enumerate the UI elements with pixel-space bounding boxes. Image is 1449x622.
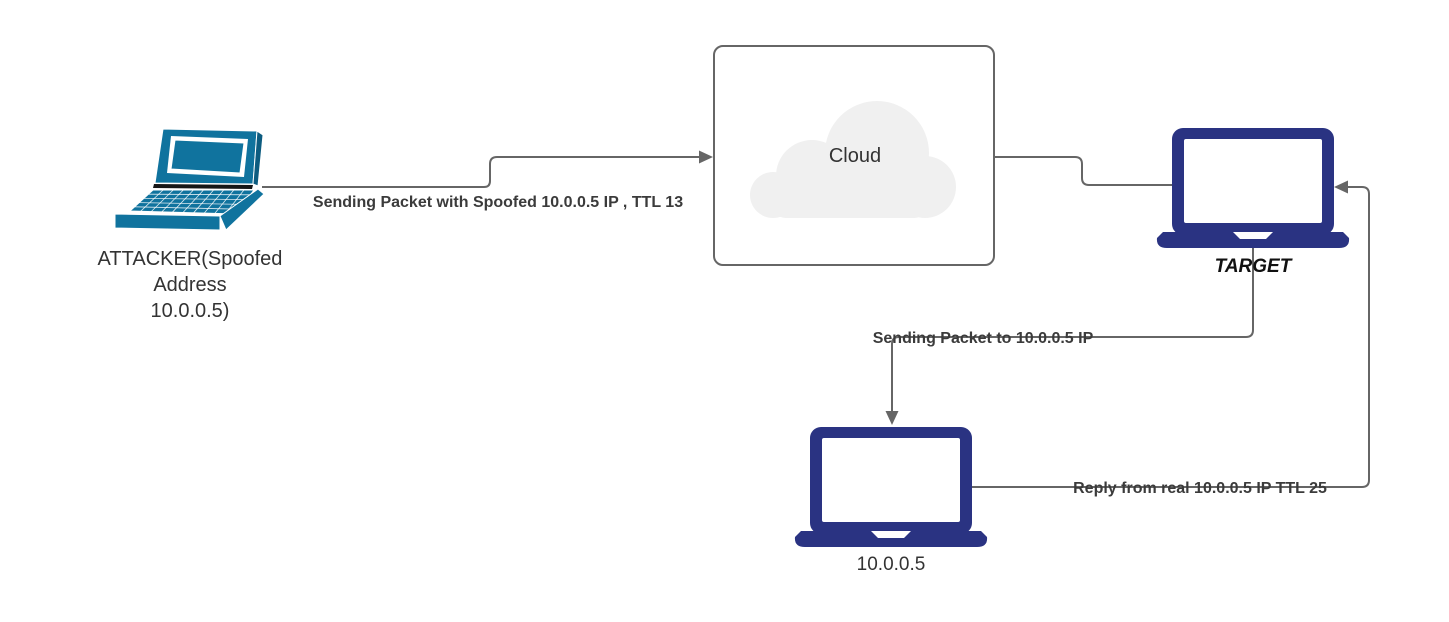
target-label: TARGET: [1214, 256, 1292, 277]
cloud-label: Cloud: [828, 145, 882, 167]
arrowhead-down-icon: [885, 411, 899, 425]
arrowhead-right-icon: [699, 150, 713, 164]
cloud-icon: [750, 101, 956, 218]
attacker-label-line1: ATTACKER(Spoofed: [97, 248, 283, 270]
attacker-label-line2: Address: [153, 274, 227, 296]
edge-label-target-to-real-host: Sending Packet to 10.0.0.5 IP: [872, 330, 1094, 347]
edge-cloud-to-target: [994, 156, 1172, 186]
edge-label-attacker-to-cloud: Sending Packet with Spoofed 10.0.0.5 IP …: [312, 194, 684, 211]
real-host-laptop-icon: [794, 427, 988, 547]
attacker-label: ATTACKER(Spoofed Address 10.0.0.5): [80, 246, 300, 324]
edge-attacker-to-cloud: [262, 150, 713, 188]
arrowhead-left-icon: [1334, 180, 1348, 194]
attacker-laptop-icon: [114, 128, 265, 231]
target-laptop-icon: [1156, 128, 1350, 248]
real-host-label: 10.0.0.5: [856, 554, 926, 575]
edge-real-host-to-target: [972, 180, 1370, 488]
attacker-label-line3: 10.0.0.5): [150, 300, 230, 322]
cloud-node: [713, 45, 995, 266]
edge-target-to-real-host: [885, 248, 1254, 425]
edge-label-real-host-to-target: Reply from real 10.0.0.5 IP TTL 25: [1073, 480, 1327, 497]
